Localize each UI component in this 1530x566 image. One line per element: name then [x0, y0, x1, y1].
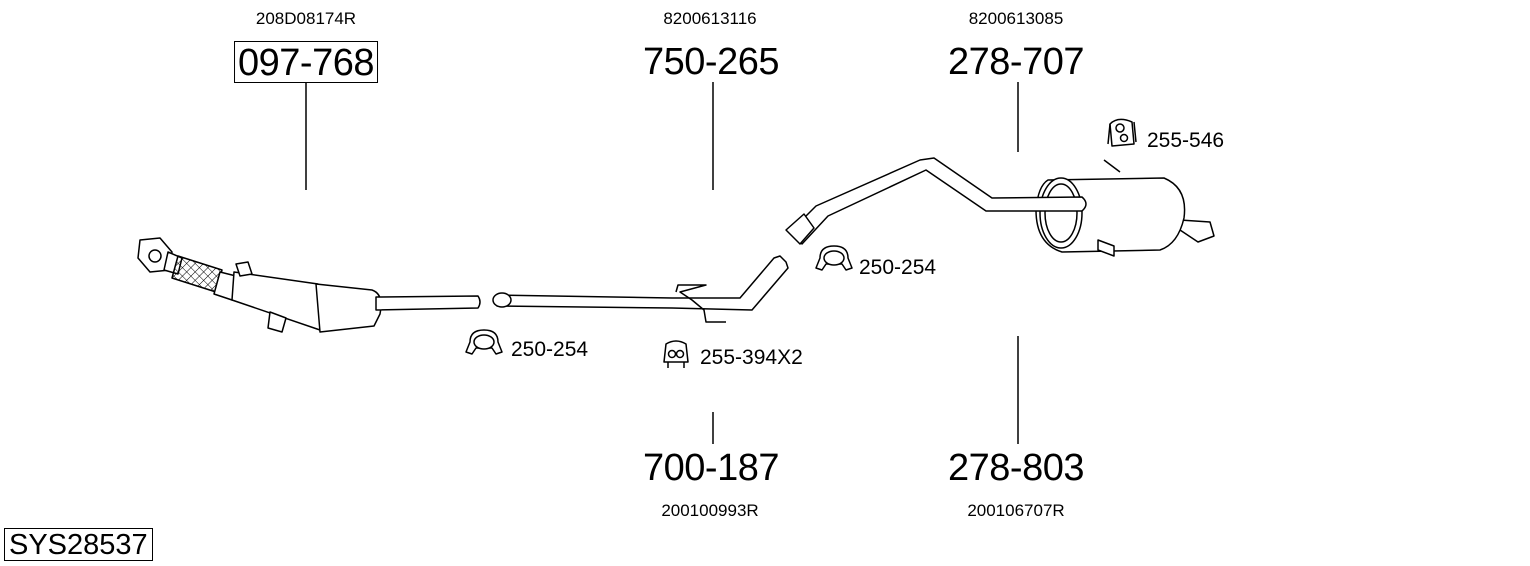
clamp-icon[interactable] [815, 245, 853, 271]
rubber-hanger-label[interactable]: 255-546 [1147, 129, 1225, 152]
oem-number-700-187: 200100993R [661, 501, 759, 520]
pipe-socket [492, 292, 512, 308]
leader-lines [305, 82, 1019, 444]
rubber-hanger-icon[interactable] [663, 340, 689, 368]
pipe-socket-rear [785, 213, 815, 245]
oem-number-750-265: 8200613116 [663, 9, 757, 28]
rubber-hanger-icon[interactable] [1107, 118, 1137, 147]
rubber-hanger-label[interactable]: 255-394X2 [700, 346, 803, 369]
muffler-end-inner [1044, 183, 1078, 243]
part-number-750-265[interactable]: 750-265 [643, 41, 779, 83]
clamp-icon[interactable] [465, 329, 503, 355]
middle-pipe-part[interactable] [492, 255, 789, 323]
oem-number-278-803: 200106707R [967, 501, 1065, 520]
sensor-boss [235, 261, 253, 277]
converter-body [315, 283, 382, 333]
flex-section [171, 255, 223, 293]
mount-bracket [267, 311, 287, 333]
part-number-278-707[interactable]: 278-707 [948, 41, 1084, 83]
flange-hole [148, 249, 162, 263]
connecting-pipe [789, 157, 1087, 245]
part-number-700-187[interactable]: 700-187 [643, 447, 779, 489]
catalytic-converter-part[interactable] [137, 237, 481, 333]
rear-silencer-part[interactable] [785, 157, 1215, 257]
part-number-278-803[interactable]: 278-803 [948, 447, 1084, 489]
outlet-pipe [375, 295, 481, 311]
oem-number-097-768: 208D08174R [255, 9, 357, 28]
part-number-097-768[interactable]: 097-768 [234, 41, 378, 83]
hanger-pin [1103, 159, 1121, 173]
clamp-label[interactable]: 250-254 [859, 256, 937, 279]
tail-pipe [1179, 219, 1215, 243]
hanger-rod [675, 284, 726, 323]
system-code: SYS28537 [4, 528, 153, 561]
oem-number-278-707: 8200613085 [968, 9, 1064, 28]
muffler-bracket [1097, 239, 1115, 257]
clamp-label[interactable]: 250-254 [511, 338, 589, 361]
